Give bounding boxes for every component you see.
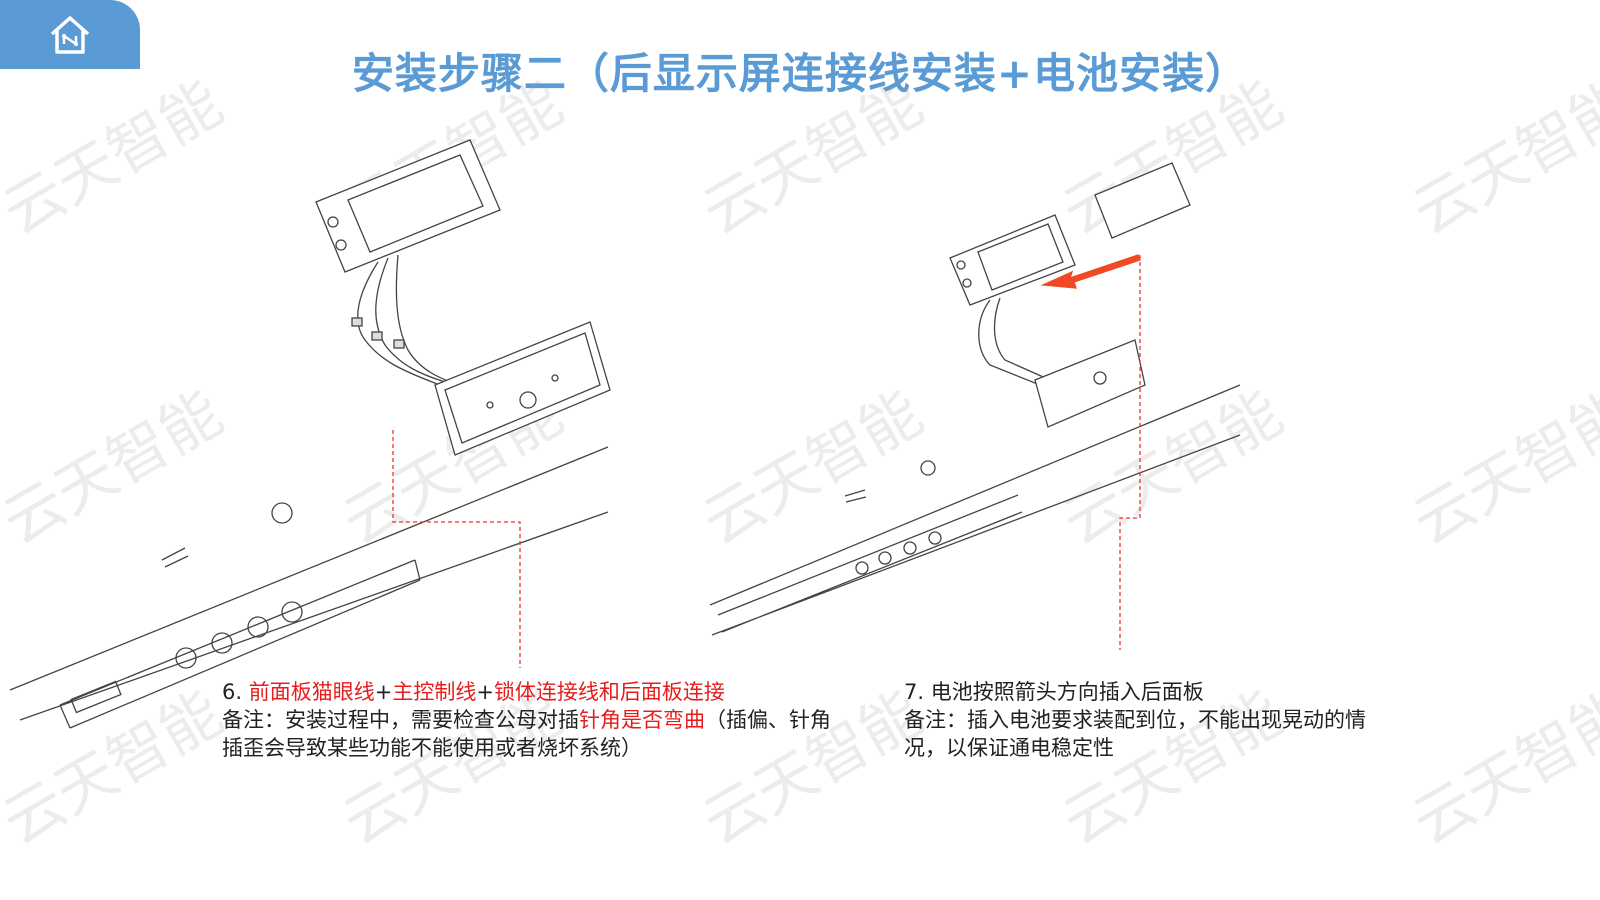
step7-title: 7. 电池按照箭头方向插入后面板 bbox=[904, 680, 1204, 704]
step6-caption: 6. 前面板猫眼线+主控制线+锁体连接线和后面板连接 备注：安装过程中，需要检查… bbox=[222, 678, 842, 762]
step6-diagram bbox=[9, 139, 611, 729]
home-icon bbox=[50, 15, 90, 54]
step7-caption: 7. 电池按照箭头方向插入后面板 备注：插入电池要求装配到位，不能出现晃动的情况… bbox=[904, 678, 1394, 762]
step6-note: 备注：安装过程中，需要检查公母对插针角是否弯曲（插偏、针角插歪会导致某些功能不能… bbox=[222, 708, 831, 760]
step7-diagram bbox=[709, 162, 1241, 650]
step7-note: 备注：插入电池要求装配到位，不能出现晃动的情况，以保证通电稳定性 bbox=[904, 708, 1366, 760]
page-title: 安装步骤二（后显示屏连接线安装+电池安装） bbox=[351, 49, 1249, 98]
home-button[interactable] bbox=[0, 0, 140, 69]
insert-direction-arrow bbox=[1040, 254, 1141, 289]
step6-title: 6. 前面板猫眼线+主控制线+锁体连接线和后面板连接 bbox=[222, 680, 725, 704]
